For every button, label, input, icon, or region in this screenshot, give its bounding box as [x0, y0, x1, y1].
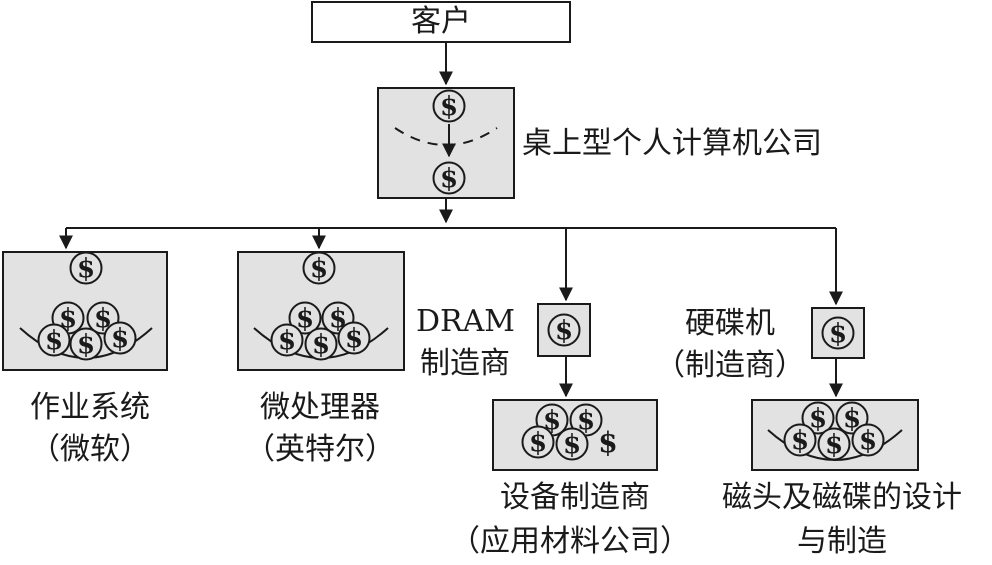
dollar-coin-icon [69, 251, 103, 285]
dollar-coin-icon [817, 427, 851, 461]
hdd-label: 硬碟机 [685, 306, 775, 341]
dollar-coin-icon [304, 327, 338, 361]
dram-sublabel: 制造商 [420, 346, 510, 381]
dollar-coin-icon [302, 251, 336, 285]
disk-design-sublabel: 与制造 [797, 524, 887, 559]
dollar-coin-icon [851, 423, 885, 457]
dollar-coin-icon [521, 425, 555, 459]
pc-company-label: 桌上型个人计算机公司 [522, 126, 822, 161]
dollar-coin-icon [103, 321, 137, 355]
dollar-coin-icon [555, 427, 589, 461]
disk-design-label: 磁头及磁碟的设计 [722, 480, 962, 515]
dollar-coin-icon [337, 321, 371, 355]
customer-label: 客户 [411, 4, 471, 39]
cpu-label: 微处理器 [260, 390, 380, 425]
dollar-sign-icon: $ [598, 426, 617, 459]
cpu-sublabel: （英特尔） [245, 432, 395, 467]
dram-label: DRAM [416, 304, 516, 339]
dollar-coin-icon [783, 423, 817, 457]
dollar-coin-icon [821, 316, 855, 350]
customer-box [311, 1, 571, 43]
equipment-sublabel: （应用材料公司） [450, 524, 690, 559]
dollar-coin-icon [37, 323, 71, 357]
dollar-coin-icon [432, 89, 466, 123]
hdd-sublabel: （制造商） [655, 348, 805, 383]
dollar-coin-icon [270, 323, 304, 357]
os-label: 作业系统 [30, 390, 150, 425]
dollar-coin-icon [432, 161, 466, 195]
equipment-label: 设备制造商 [500, 480, 650, 515]
os-sublabel: （微软） [30, 432, 150, 467]
dollar-coin-icon [69, 327, 103, 361]
dollar-coin-icon [547, 313, 581, 347]
